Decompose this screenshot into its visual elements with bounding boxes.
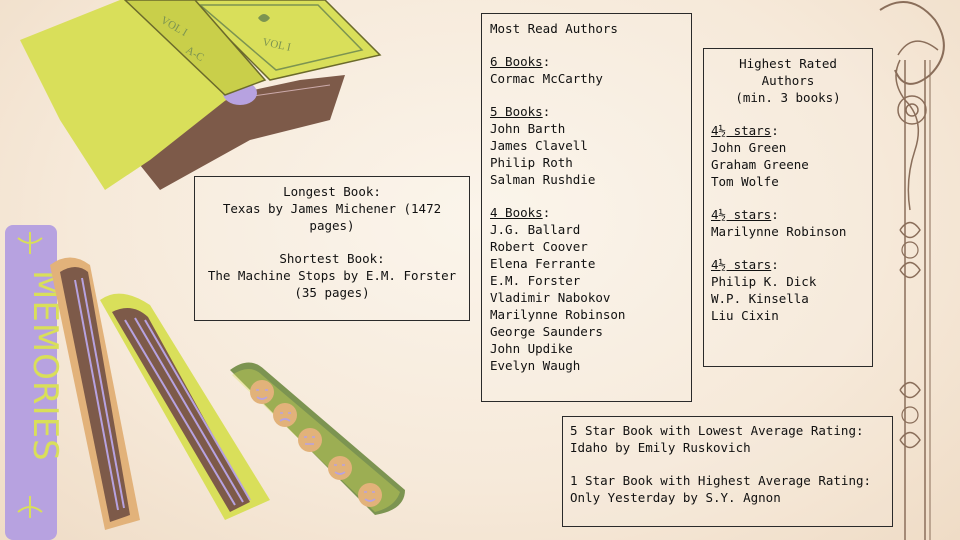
rating-group-heading: 4½ stars: xyxy=(711,207,779,222)
author-item: Elena Ferrante xyxy=(490,256,596,271)
author-item: Vladimir Nabokov xyxy=(490,290,611,305)
longest-book-label: Longest Book: xyxy=(283,184,381,199)
most-read-group-heading: 6 Books: xyxy=(490,54,551,69)
author-item: J.G. Ballard xyxy=(490,222,581,237)
most-read-title: Most Read Authors xyxy=(490,21,618,36)
author-item: Marilynne Robinson xyxy=(490,307,626,322)
author-item: Liu Cixin xyxy=(711,308,779,323)
author-item: Graham Greene xyxy=(711,157,809,172)
books-illustration-bottom: MEMORIES xyxy=(5,225,405,540)
highest-rated-authors-box: Highest Rated Authors (min. 3 books) 4½ … xyxy=(703,48,873,367)
author-item: Tom Wolfe xyxy=(711,174,779,189)
author-item: James Clavell xyxy=(490,138,588,153)
most-read-authors-box: Most Read Authors 6 Books: Cormac McCart… xyxy=(481,13,692,402)
author-item: Evelyn Waugh xyxy=(490,358,581,373)
most-read-group-heading: 4 Books: xyxy=(490,205,551,220)
five-star-lowest-value: Idaho by Emily Ruskovich xyxy=(570,440,751,455)
one-star-highest-label: 1 Star Book with Highest Average Rating: xyxy=(570,473,872,488)
author-item: Robert Coover xyxy=(490,239,588,254)
book-length-stats-box: Longest Book: Texas by James Michener (1… xyxy=(194,176,470,321)
rating-group-heading: 4½ stars: xyxy=(711,257,779,272)
five-star-lowest-label: 5 Star Book with Lowest Average Rating: xyxy=(570,423,864,438)
author-item: Cormac McCarthy xyxy=(490,71,603,86)
longest-book-value: Texas by James Michener (1472 xyxy=(222,201,442,216)
shortest-book-pages: (35 pages) xyxy=(294,285,370,300)
author-item: John Updike xyxy=(490,341,573,356)
one-star-highest-value: Only Yesterday by S.Y. Agnon xyxy=(570,490,781,505)
highest-rated-title-3: (min. 3 books) xyxy=(735,90,841,105)
author-item: Philip Roth xyxy=(490,155,573,170)
rating-group-heading: 4½ stars: xyxy=(711,123,779,138)
shortest-book-label: Shortest Book: xyxy=(279,251,385,266)
author-item: George Saunders xyxy=(490,324,603,339)
author-item: W.P. Kinsella xyxy=(711,291,809,306)
author-item: John Barth xyxy=(490,121,566,136)
book-illustration-top: VOL I A-C VOL I xyxy=(20,0,382,190)
author-item: Marilynne Robinson xyxy=(711,224,847,239)
author-item: Philip K. Dick xyxy=(711,274,817,289)
rating-extremes-box: 5 Star Book with Lowest Average Rating: … xyxy=(562,416,893,527)
longest-book-pages: pages) xyxy=(309,218,355,233)
highest-rated-title-1: Highest Rated xyxy=(739,56,837,71)
author-item: John Green xyxy=(711,140,787,155)
highest-rated-title-2: Authors xyxy=(761,73,815,88)
most-read-group-heading: 5 Books: xyxy=(490,104,551,119)
author-item: Salman Rushdie xyxy=(490,172,596,187)
shortest-book-value: The Machine Stops by E.M. Forster xyxy=(207,268,457,283)
book-cover-text: VOL I xyxy=(261,36,292,54)
ornamental-border xyxy=(879,1,945,540)
author-item: E.M. Forster xyxy=(490,273,581,288)
